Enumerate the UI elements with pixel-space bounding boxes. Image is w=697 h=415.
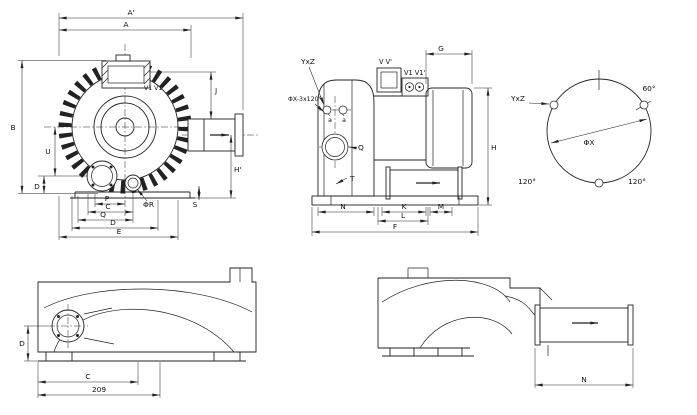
label-v-v: V V' (379, 58, 392, 66)
dim-label-d-bottomview: D (19, 339, 25, 348)
terminal-box-side (376, 67, 402, 93)
base-plate (311, 195, 479, 206)
inlet-recess (93, 95, 157, 159)
label-yxz-detail: YxZ (510, 94, 525, 103)
dim-label-h: H (491, 143, 497, 152)
rear-outline (378, 277, 541, 306)
label-phi-x: ΦX (584, 138, 595, 147)
angle-label-a-right: a (342, 117, 346, 124)
dim-label-e: E (117, 227, 122, 236)
dim-label-s: S (193, 200, 198, 209)
dim-label-c-bottomview: C (85, 372, 90, 381)
dim-label-d-bottom: D (110, 218, 116, 227)
bolt-hole (594, 178, 604, 188)
dim-label-b: B (10, 123, 15, 132)
dim-label-209: 209 (92, 385, 106, 394)
motor-body (425, 87, 473, 169)
inlet-bore (100, 102, 150, 152)
angle-label-120-right: 120° (628, 177, 646, 186)
rear-feet (382, 347, 474, 357)
front-dimensions (18, 13, 244, 240)
bottom-feet (38, 351, 246, 362)
bottom-view: D C 209 (19, 267, 257, 398)
rear-view: N (377, 267, 634, 388)
dim-label-q: Q (100, 210, 106, 219)
dim-label-m: M (438, 202, 444, 211)
dim-label-h-prime: H' (234, 165, 242, 174)
dim-label-p: P (105, 194, 110, 203)
bottom-flange-port (86, 160, 142, 192)
side-dimensions (308, 50, 492, 236)
dim-label-n-side: N (340, 202, 346, 211)
dim-label-c: C (105, 202, 110, 211)
rear-dimensions (534, 348, 634, 388)
mounting-base (70, 191, 195, 199)
dim-label-phi-r: ΦR (143, 200, 154, 209)
bolt-hole (639, 100, 649, 110)
outlet-port (187, 113, 244, 157)
label-v1-v1-front: V1 V1' (144, 85, 164, 92)
angle-label-60: 60° (642, 84, 655, 93)
label-yxz-side: YxZ (300, 57, 315, 66)
flange-bolt-circle-detail: 60° YxZ ΦX 120° 120° (510, 70, 656, 188)
front-view: A' A B U D P C Q D E ΦR S J H' V1 V1' (10, 8, 258, 240)
cooling-fins (58, 60, 192, 194)
bottom-flange (48, 304, 88, 348)
dim-label-d-left: D (34, 182, 40, 191)
terminal-box (101, 54, 151, 89)
silencer-side (385, 166, 463, 200)
bolt-hole (549, 100, 559, 110)
silencer-rear (534, 304, 634, 356)
dim-label-n-rear: N (581, 375, 587, 384)
angle-label-a-left: a (328, 117, 332, 124)
dim-label-j: J (214, 86, 217, 95)
flange-face (319, 96, 353, 170)
dim-label-k: K (402, 202, 407, 211)
angle-label-120-left: 120° (518, 177, 536, 186)
dim-label-a: A (123, 20, 128, 29)
dim-label-f: F (393, 222, 397, 231)
dim-label-g: G (438, 44, 444, 53)
cable-gland-box (401, 77, 429, 97)
label-v1-v1-side: V1 V1' (404, 69, 426, 77)
dim-label-a-prime: A' (127, 8, 134, 17)
bottom-outline (37, 267, 257, 353)
side-view: YxZ ΦX-3x120° V V' V1 V1' G a a Q T N K … (288, 44, 497, 236)
housing-profile (317, 79, 375, 197)
label-phi-x-pattern: ΦX-3x120° (288, 95, 322, 103)
label-t-side: T (349, 174, 355, 183)
hub (115, 117, 135, 137)
label-q-side: Q (358, 143, 364, 152)
dim-label-l: L (401, 211, 406, 220)
dim-label-u: U (45, 147, 50, 156)
bottom-dimensions (24, 325, 161, 398)
